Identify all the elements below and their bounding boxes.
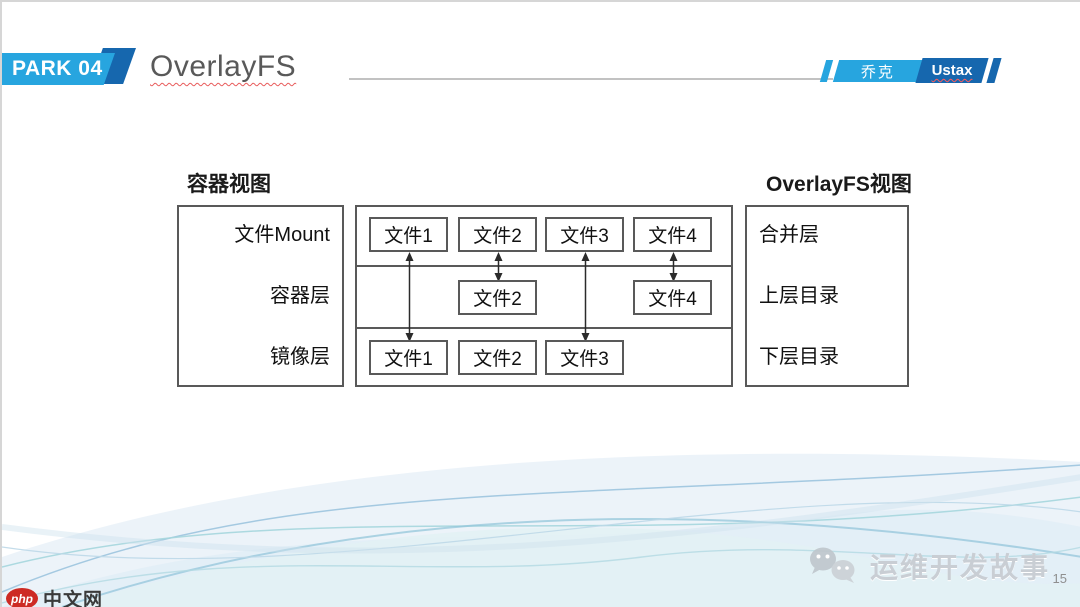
watermark-text: 运维开发故事 xyxy=(869,552,1050,583)
layer-upperdir: 上层目录 xyxy=(759,285,839,307)
author-name: 乔克 xyxy=(860,63,895,81)
layer-image: 镜像层 xyxy=(270,346,330,368)
row-separator xyxy=(357,327,731,329)
layer-file-mount: 文件Mount xyxy=(234,224,330,246)
file-box: 文件2 xyxy=(458,217,537,252)
brand-name: Ustax xyxy=(931,62,973,79)
file-box: 文件1 xyxy=(369,217,448,252)
wechat-icon xyxy=(809,547,855,583)
title-rule xyxy=(349,78,833,80)
files-grid-box: 文件1 文件2 文件3 文件4 文件2 文件4 文件1 文件2 文件3 xyxy=(355,205,733,387)
wave-decoration xyxy=(2,453,1080,607)
park-banner: PARK 04 xyxy=(2,53,115,85)
page-number: 15 xyxy=(1052,571,1067,586)
overlayfs-view-box: 合并层 上层目录 下层目录 xyxy=(745,205,909,387)
site-name: 中文网 xyxy=(43,590,104,607)
container-view-box: 文件Mount 容器层 镜像层 xyxy=(177,205,344,387)
row-separator xyxy=(357,265,731,267)
layer-merged: 合并层 xyxy=(759,224,819,246)
file-box: 文件3 xyxy=(545,340,624,375)
watermark: 运维开发故事 xyxy=(807,545,1050,587)
file-box: 文件4 xyxy=(633,280,712,315)
arrows xyxy=(405,252,678,342)
layer-lowerdir: 下层目录 xyxy=(759,346,839,368)
park-banner-label: PARK 04 xyxy=(12,57,103,80)
author-ribbon: 乔克 xyxy=(832,60,924,82)
file-box: 文件3 xyxy=(545,217,624,252)
layer-container: 容器层 xyxy=(270,285,330,307)
php-logo-badge: php xyxy=(6,588,38,607)
overlayfs-view-label: OverlayFS视图 xyxy=(766,173,912,196)
page-title: OverlayFS xyxy=(150,50,297,83)
file-box: 文件1 xyxy=(369,340,448,375)
brand-ribbon: Ustax xyxy=(915,58,989,83)
site-logo: php 中文网 xyxy=(6,585,103,607)
file-box: 文件4 xyxy=(633,217,712,252)
container-view-label: 容器视图 xyxy=(187,173,271,196)
file-box: 文件2 xyxy=(458,280,537,315)
brand-ribbon-tail xyxy=(986,58,1002,83)
file-box: 文件2 xyxy=(458,340,537,375)
